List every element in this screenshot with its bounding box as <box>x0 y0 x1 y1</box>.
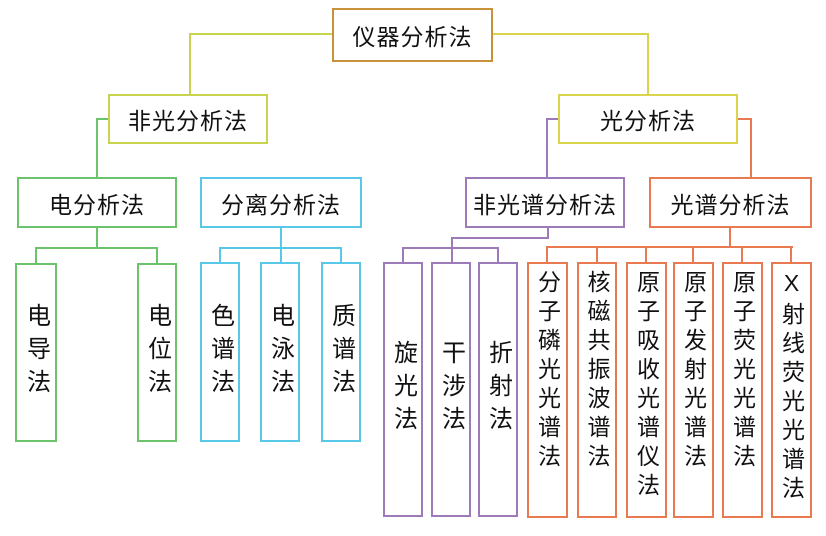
connector-line <box>156 247 158 264</box>
connector-line <box>492 33 649 35</box>
connector-line <box>96 118 110 120</box>
leaf-nmr-spectroscopy: 核磁共振波谱法 <box>577 262 617 518</box>
leaf-electrophoresis: 电泳法 <box>260 262 300 442</box>
connector-line <box>451 237 453 263</box>
connector-line <box>546 118 548 178</box>
connector-line <box>546 246 793 248</box>
leaf-refractometry: 折射法 <box>478 262 518 517</box>
connector-line <box>219 247 221 263</box>
leaf-potentiometry: 电位法 <box>137 263 177 442</box>
connector-line <box>402 247 499 249</box>
node-separation-analysis: 分离分析法 <box>200 177 362 228</box>
node-non-spectral-analysis: 非光谱分析法 <box>465 177 625 228</box>
connector-line <box>546 246 548 263</box>
connector-line <box>35 247 37 264</box>
node-electroanalysis: 电分析法 <box>17 177 177 228</box>
connector-line <box>340 247 342 263</box>
node-instrumental-analysis: 仪器分析法 <box>332 8 493 62</box>
connector-line <box>189 33 191 95</box>
leaf-atomic-absorption-spectroscopy: 原子吸收光谱仪法 <box>626 262 667 518</box>
leaf-atomic-fluorescence-spectroscopy: 原子荧光光谱法 <box>722 262 763 518</box>
leaf-molecular-phosphorescence-spectroscopy: 分子磷光光谱法 <box>527 262 568 518</box>
connector-line <box>645 246 647 263</box>
connector-line <box>596 246 598 263</box>
connector-line <box>190 33 333 35</box>
node-spectral-analysis: 光谱分析法 <box>649 177 812 228</box>
connector-line <box>546 118 560 120</box>
leaf-conductometry: 电导法 <box>15 263 57 442</box>
connector-line <box>741 246 743 263</box>
leaf-atomic-emission-spectroscopy: 原子发射光谱法 <box>673 262 714 518</box>
connector-line <box>790 246 792 263</box>
leaf-chromatography: 色谱法 <box>200 262 240 442</box>
leaf-xray-fluorescence-spectroscopy: X射线荧光光谱法 <box>771 262 812 518</box>
connector-line <box>729 228 731 248</box>
connector-line <box>219 247 342 249</box>
connector-line <box>96 118 98 178</box>
connector-line <box>497 247 499 263</box>
leaf-interferometry: 干涉法 <box>431 262 471 517</box>
connector-line <box>547 228 549 239</box>
connector-line <box>280 228 282 263</box>
connector-line <box>647 33 649 95</box>
connector-line <box>451 237 549 239</box>
connector-line <box>750 118 752 178</box>
connector-line <box>692 246 694 263</box>
leaf-mass-spectrometry: 质谱法 <box>321 262 361 442</box>
node-optical-analysis: 光分析法 <box>558 94 738 144</box>
connector-line <box>402 247 404 263</box>
leaf-polarimetry: 旋光法 <box>383 262 423 517</box>
node-non-optical-analysis: 非光分析法 <box>108 94 268 144</box>
connector-line <box>96 228 98 249</box>
connector-line <box>736 118 752 120</box>
connector-line <box>35 247 158 249</box>
